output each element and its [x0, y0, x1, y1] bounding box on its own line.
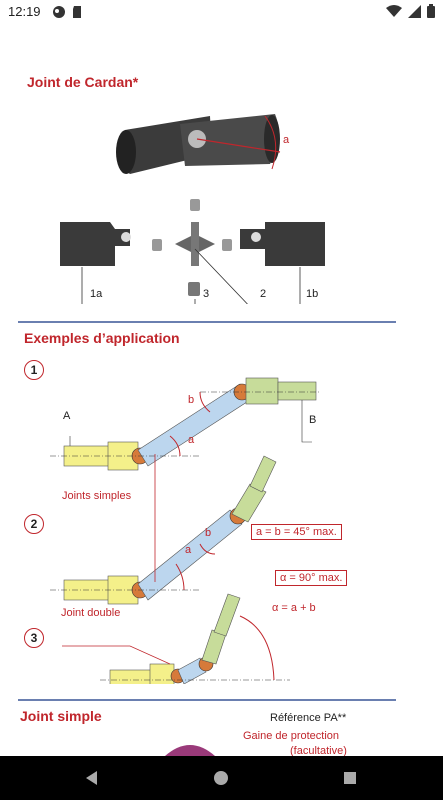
battery-icon	[427, 4, 435, 18]
app-notification-icon	[53, 6, 65, 18]
angle-label-a-1: a	[188, 434, 195, 446]
cardan-joint-assembly-illustration	[60, 114, 325, 304]
shaft-label-b: B	[309, 414, 317, 426]
reference-label: Référence PA**	[270, 712, 347, 724]
back-button-icon[interactable]	[82, 768, 102, 788]
example-number-2: 2	[24, 514, 44, 534]
section-title-joint-simple: Joint simple	[20, 708, 102, 724]
application-examples-diagram	[50, 377, 320, 684]
max-angle-box-double: α = 90° max.	[275, 570, 348, 586]
max-angle-box-simple: a = b = 45° max.	[251, 524, 342, 540]
part-label-2: 2	[260, 288, 267, 300]
example-number-1: 1	[24, 360, 44, 380]
clock: 12:19	[8, 4, 41, 19]
facultative-label: (facultative)	[290, 745, 347, 756]
section-title-exemples: Exemples d’application	[24, 330, 180, 346]
recents-button-icon[interactable]	[340, 768, 360, 788]
signal-icon	[408, 4, 421, 18]
section-divider-2	[18, 699, 396, 701]
section-title-joint-de-cardan: Joint de Cardan*	[27, 74, 139, 90]
wifi-icon	[386, 4, 402, 17]
part-label-1a: 1a	[90, 288, 103, 300]
part-label-3: 3	[203, 288, 210, 300]
part-label-1b: 1b	[306, 288, 319, 300]
section-divider	[18, 321, 396, 323]
protective-boot-illustration	[165, 745, 215, 756]
example-number-3: 3	[24, 628, 44, 648]
document-page[interactable]: Joint de Cardan* 1a 3 2 1b a Exemples d’…	[0, 24, 443, 756]
home-button-icon[interactable]	[211, 768, 231, 788]
angle-label-b-2: b	[205, 527, 212, 539]
angle-label-a: a	[283, 134, 290, 146]
alpha-sum-label: α = a + b	[272, 602, 316, 614]
joint-double-label: Joint double	[61, 607, 121, 619]
shaft-label-a: A	[63, 410, 71, 422]
angle-label-b-1: b	[188, 394, 195, 406]
status-bar: 12:19	[0, 0, 443, 24]
sd-card-icon	[73, 6, 81, 18]
angle-label-a-2: a	[185, 544, 192, 556]
gaine-label: Gaine de protection	[243, 730, 340, 742]
navigation-bar	[0, 756, 443, 800]
joints-simples-label: Joints simples	[62, 490, 132, 502]
